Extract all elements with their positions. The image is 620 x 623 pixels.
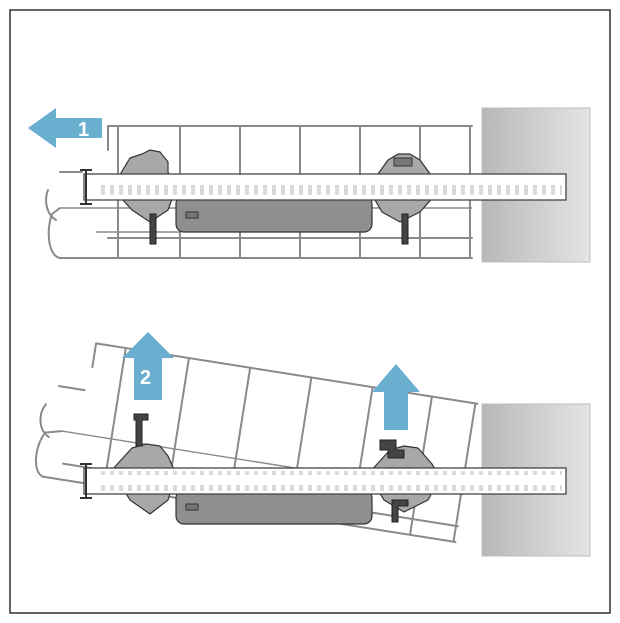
extension-rail-top [80, 169, 567, 205]
panel-step-2: 2 [35, 332, 591, 557]
step-1-number: 1 [78, 119, 89, 141]
locking-pin-right-bottom [379, 439, 405, 459]
step-2-arrow: 2 [122, 332, 174, 400]
spray-arm-housing-bottom [175, 489, 373, 525]
step-2-number: 2 [140, 367, 151, 389]
spray-arm-housing-top [175, 195, 373, 233]
locking-pin-right-top [401, 213, 409, 245]
diagram-frame [9, 9, 611, 614]
locking-pin-left-bottom [133, 413, 149, 447]
panel-step-1: 1 [28, 107, 591, 263]
locking-pin-left-top [149, 213, 157, 245]
step-1-arrow: 1 [28, 108, 102, 148]
lift-arrow-right [372, 364, 420, 430]
extension-rail-bottom [80, 463, 567, 499]
